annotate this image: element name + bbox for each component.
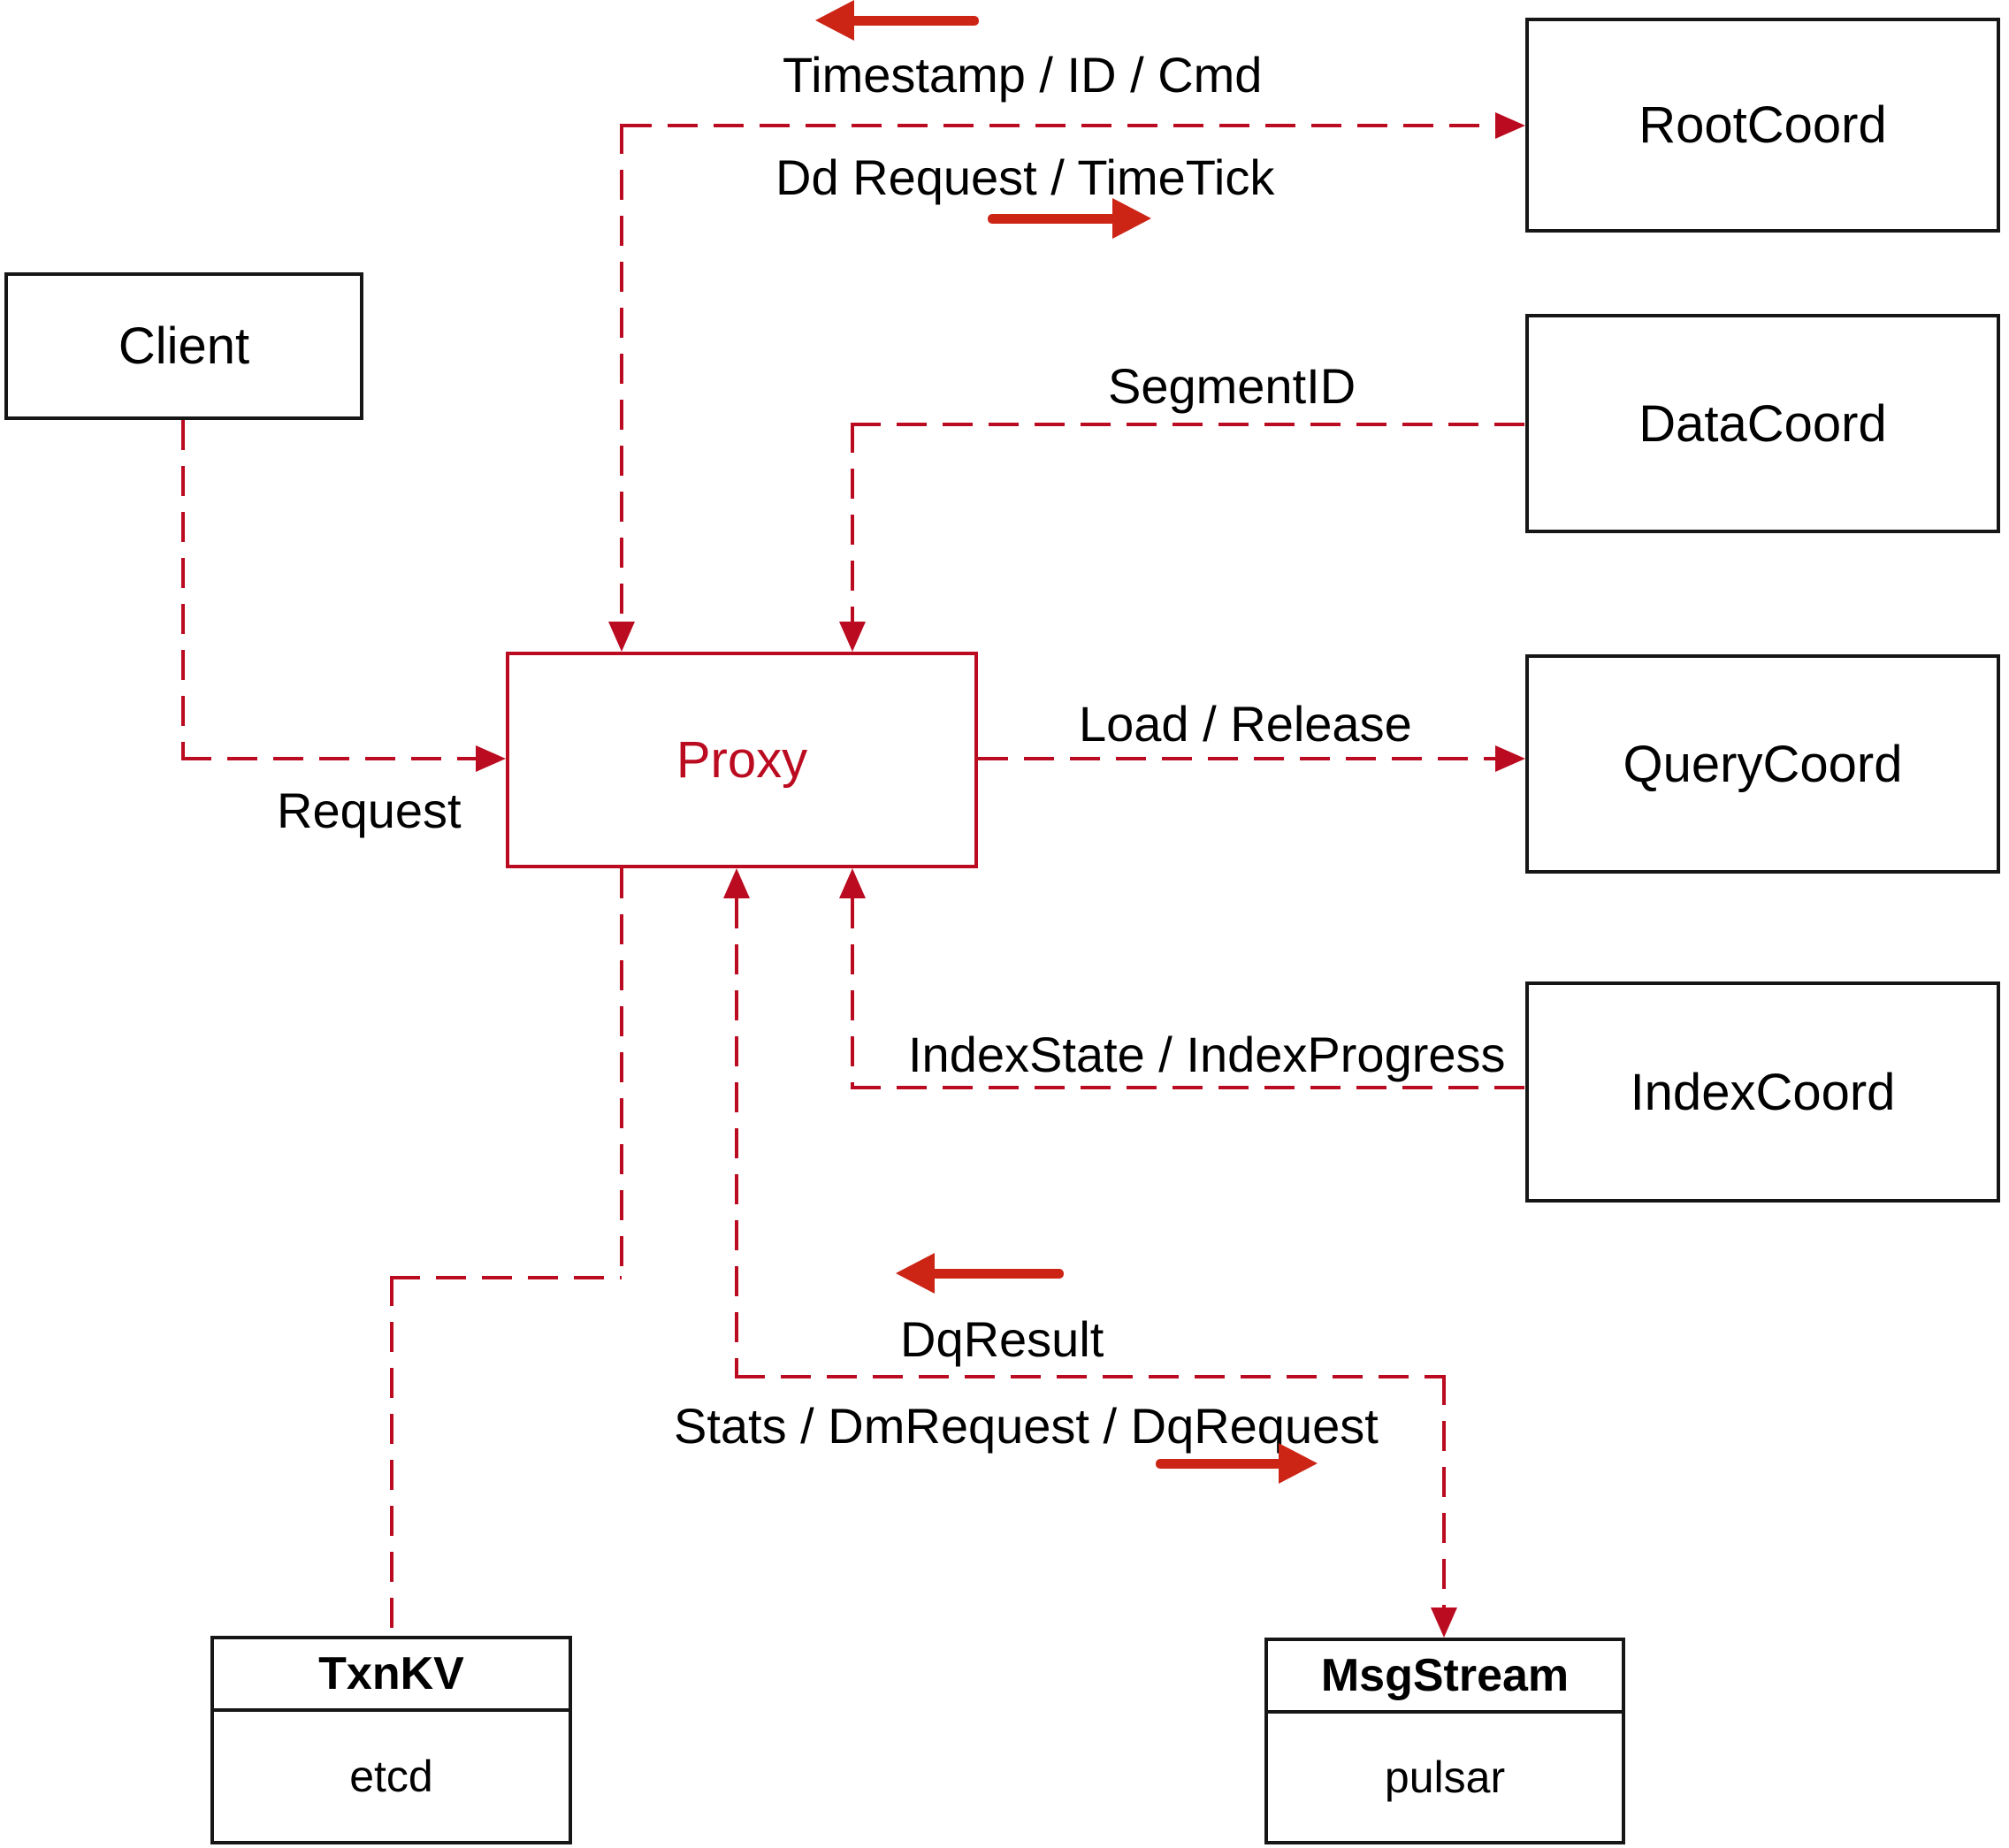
edge-datacoord-proxy-vertical — [851, 423, 854, 622]
node-querycoord-label: QueryCoord — [1623, 735, 1903, 793]
arrowhead-into-rootcoord-icon — [1495, 112, 1525, 139]
node-datacoord: DataCoord — [1525, 314, 2000, 533]
edge-indexcoord-proxy-vertical — [851, 898, 854, 1088]
node-indexcoord: IndexCoord — [1525, 981, 2000, 1203]
dqresult-left-arrow-head-icon — [896, 1253, 935, 1294]
node-rootcoord-label: RootCoord — [1639, 96, 1887, 154]
stats-right-arrow-icon — [1156, 1443, 1318, 1484]
node-datacoord-label: DataCoord — [1639, 394, 1887, 453]
left-arrow-icon — [815, 0, 979, 41]
arrowhead-into-proxy-top-left-icon — [608, 622, 635, 652]
node-txnkv-label: TxnKV — [214, 1639, 569, 1712]
node-client-label: Client — [118, 317, 250, 375]
dqresult-left-arrow-icon — [896, 1253, 1064, 1294]
arrowhead-into-msgstream-icon — [1431, 1607, 1457, 1638]
right-arrow-head-icon — [1112, 198, 1151, 239]
edge-client-proxy-horizontal — [181, 757, 477, 760]
edge-label-dd-request-timetick: Dd Request / TimeTick — [775, 149, 1275, 205]
right-arrow-icon — [988, 198, 1151, 239]
node-client: Client — [4, 272, 363, 420]
edge-client-proxy-vertical — [181, 420, 185, 759]
edge-proxy-txnkv-horizontal — [390, 1276, 622, 1279]
arrowhead-into-querycoord-icon — [1495, 745, 1525, 772]
node-msgstream-sublabel: pulsar — [1384, 1753, 1506, 1802]
edge-proxy-rootcoord-vertical — [620, 124, 623, 622]
edge-proxy-msgstream-horizontal — [735, 1375, 1446, 1378]
node-proxy-label: Proxy — [676, 731, 808, 789]
left-arrow-head-icon — [815, 0, 854, 41]
arrowhead-into-proxy-left-icon — [476, 745, 506, 772]
edge-label-stats-dmrequest-dqrequest: Stats / DmRequest / DqRequest — [674, 1398, 1379, 1454]
node-msgstream: MsgStream pulsar — [1264, 1638, 1625, 1844]
edge-datacoord-proxy-horizontal — [851, 423, 1525, 426]
arrowhead-into-proxy-top-right-icon — [839, 622, 866, 652]
node-indexcoord-label: IndexCoord — [1630, 1063, 1896, 1121]
node-querycoord: QueryCoord — [1525, 654, 2000, 874]
node-txnkv-sublabel: etcd — [349, 1752, 433, 1801]
node-proxy: Proxy — [506, 652, 978, 868]
stats-right-arrow-head-icon — [1279, 1443, 1318, 1484]
right-arrow-shaft — [988, 214, 1116, 224]
edge-label-load-release: Load / Release — [1079, 696, 1412, 752]
edge-proxy-querycoord-horizontal — [978, 757, 1495, 760]
edge-label-timestamp-id-cmd: Timestamp / ID / Cmd — [783, 47, 1263, 103]
arrowhead-into-proxy-bottom-left-icon — [723, 868, 750, 898]
left-arrow-shaft — [851, 16, 979, 26]
stats-right-arrow-shaft — [1156, 1459, 1282, 1469]
edge-indexcoord-proxy-horizontal — [851, 1086, 1525, 1089]
edge-label-request: Request — [277, 783, 462, 838]
edge-proxy-msgstream-vertical-lower — [1442, 1375, 1446, 1609]
edge-label-segmentid: SegmentID — [1108, 358, 1356, 414]
arrowhead-into-proxy-bottom-right-icon — [839, 868, 866, 898]
node-rootcoord: RootCoord — [1525, 18, 2000, 233]
edge-label-dqresult: DqResult — [900, 1311, 1104, 1367]
edge-proxy-rootcoord-horizontal — [622, 124, 1495, 127]
edge-label-indexstate-indexprogress: IndexState / IndexProgress — [908, 1027, 1506, 1082]
dqresult-left-arrow-shaft — [931, 1269, 1064, 1279]
edge-proxy-txnkv-vertical-lower — [390, 1276, 393, 1636]
edge-proxy-msgstream-vertical-upper — [735, 898, 738, 1378]
node-txnkv: TxnKV etcd — [210, 1636, 572, 1844]
node-msgstream-label: MsgStream — [1268, 1641, 1622, 1714]
edge-proxy-txnkv-vertical-upper — [620, 868, 623, 1278]
